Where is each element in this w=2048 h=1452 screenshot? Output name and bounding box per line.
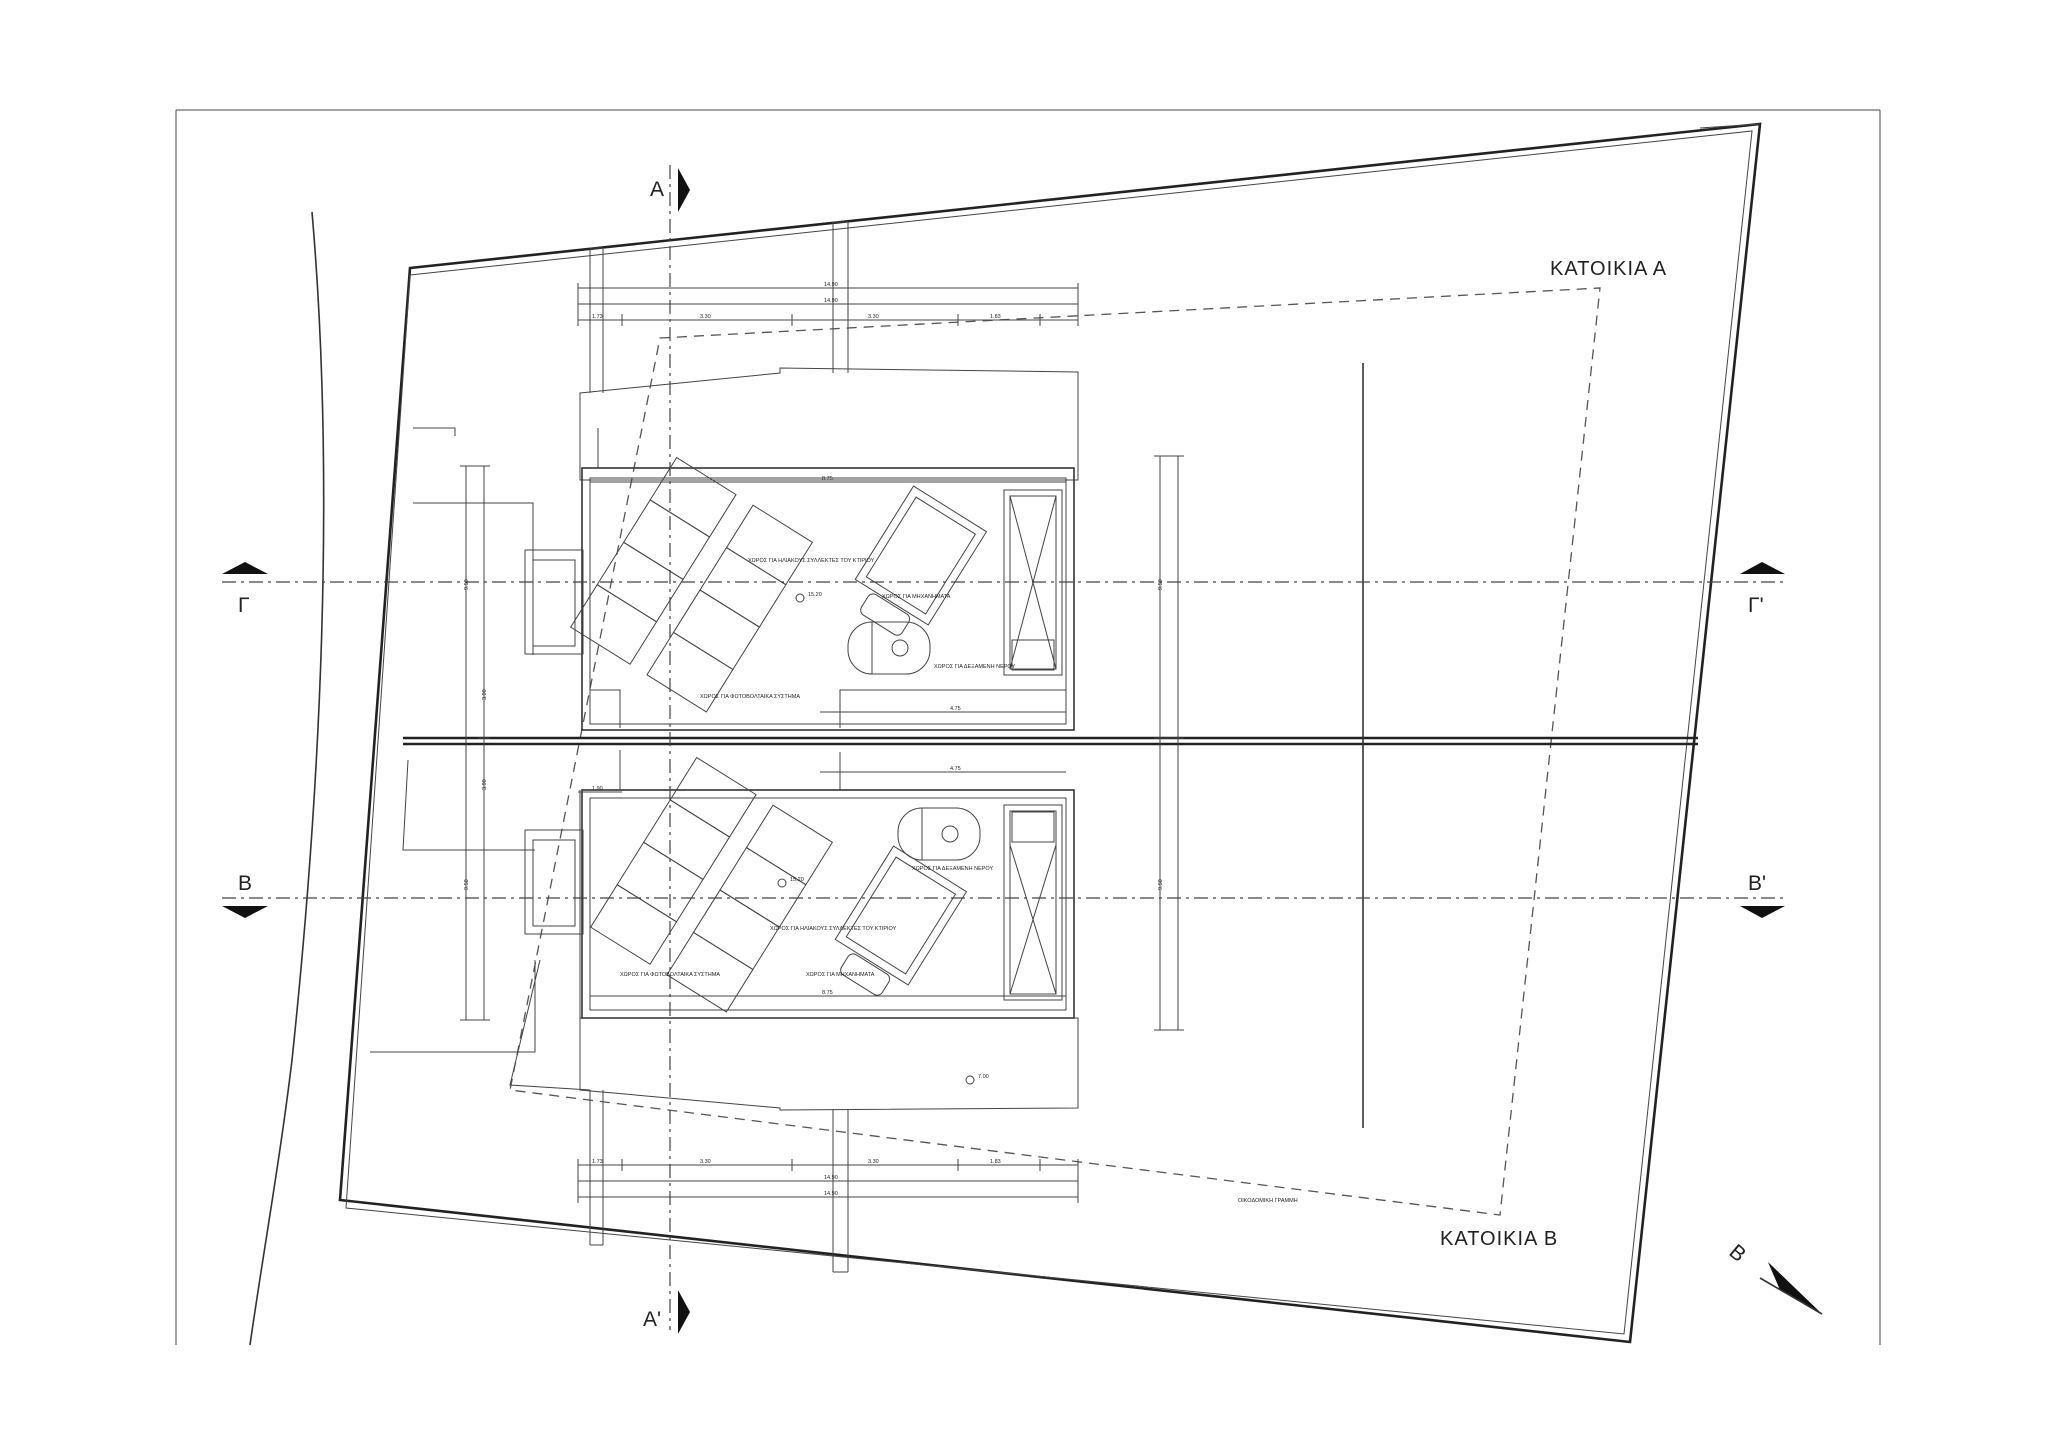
- section-g-left: Γ: [238, 594, 250, 617]
- room-notes: ΧΩΡΟΣ ΓΙΑ ΗΛΙΑΚΟΥΣ ΣΥΛΛΕΚΤΕΣ ΤΟΥ ΚΤΙΡΙΟΥ…: [620, 558, 1298, 1204]
- section-arrows: [222, 168, 1785, 1334]
- house-a-collector: [854, 485, 988, 636]
- note-b-collectors: ΧΩΡΟΣ ΓΙΑ ΗΛΙΑΚΟΥΣ ΣΥΛΛΕΚΤΕΣ ΤΟΥ ΚΤΙΡΙΟΥ: [770, 926, 897, 932]
- dim-text: 9.50: [464, 879, 470, 890]
- dim-text: 14.90: [824, 1175, 838, 1181]
- section-a-top: Α: [650, 178, 664, 201]
- dim-text: 3.90: [482, 779, 488, 790]
- north-arrow-icon: Β: [1725, 1240, 1823, 1315]
- note-a-collectors: ΧΩΡΟΣ ΓΙΑ ΗΛΙΑΚΟΥΣ ΣΥΛΛΕΚΤΕΣ ΤΟΥ ΚΤΙΡΙΟΥ: [748, 558, 875, 564]
- dim-text: 8.75: [822, 990, 833, 996]
- party-walls: [403, 363, 1698, 1128]
- house-a-balcony: [524, 549, 584, 655]
- note-building-line: ΟΙΚΟΔΟΜΙΚΗ ΓΡΑΜΜΗ: [1238, 1198, 1298, 1204]
- section-g-right: Γ': [1748, 594, 1764, 617]
- house-b-collector: [834, 845, 968, 996]
- dimension-text-top: 14.90 14.90 1.73 3.30 3.30 1.83 8.75 4.7…: [592, 282, 1001, 712]
- section-b-left: Β: [238, 872, 252, 895]
- dim-text: 3.30: [700, 1159, 711, 1165]
- dim-text: 9.50: [464, 579, 470, 590]
- dim-text: 9.50: [1158, 879, 1164, 890]
- house-a-water-tank: [847, 621, 931, 675]
- house-a-label: ΚΑΤΟΙΚΙΑ Α: [1550, 258, 1667, 280]
- dim-text: 3.30: [868, 314, 879, 320]
- note-a-tank: ΧΩΡΟΣ ΓΙΑ ΔΕΞΑΜΕΝΗ ΝΕΡΟΥ: [934, 664, 1016, 670]
- dimension-lines-vertical: [460, 455, 1184, 1031]
- dim-text: 4.75: [950, 706, 961, 712]
- section-a-bottom: Α': [643, 1308, 661, 1331]
- house-b-roof: [579, 750, 1079, 1273]
- house-b-label: ΚΑΤΟΙΚΙΑ Β: [1440, 1228, 1558, 1250]
- dim-text: 9.50: [1158, 579, 1164, 590]
- dim-text: 3.30: [700, 314, 711, 320]
- note-b-pv: ΧΩΡΟΣ ΓΙΑ ΦΩΤΟΒΟΛΤΑΙΚΑ ΣΥΣΤΗΜΑ: [620, 972, 720, 978]
- dim-text: 4.75: [950, 766, 961, 772]
- level-markers: 15.20 15.20 7.00: [777, 592, 989, 1085]
- section-labels: Α Α' Γ Γ' Β Β': [238, 178, 1766, 1331]
- dimension-text-bottom: 4.75 8.75 1.90 1.73 3.30 3.30 1.83 14.90…: [592, 766, 1001, 1197]
- dim-text: 3.30: [868, 1159, 879, 1165]
- north-label: Β: [1725, 1240, 1751, 1267]
- dim-text: 1.83: [990, 314, 1001, 320]
- note-b-tank: ΧΩΡΟΣ ΓΙΑ ΔΕΞΑΜΕΝΗ ΝΕΡΟΥ: [912, 866, 994, 872]
- dimension-lines-top: [577, 283, 1079, 713]
- annex-outlines: [370, 427, 591, 1091]
- level-text: 15.20: [808, 592, 822, 598]
- dim-text: 14.90: [824, 1191, 838, 1197]
- section-lines: [222, 165, 1785, 1330]
- note-b-unit: ΧΩΡΟΣ ΓΙΑ ΜΗΧΑΝΗΜΑΤΑ: [806, 972, 875, 978]
- note-a-pv: ΧΩΡΟΣ ΓΙΑ ΦΩΤΟΒΟΛΤΑΙΚΑ ΣΥΣΤΗΜΑ: [700, 694, 800, 700]
- note-a-unit: ΧΩΡΟΣ ΓΙΑ ΜΗΧΑΝΗΜΑΤΑ: [882, 594, 951, 600]
- dimension-lines-bottom: [577, 771, 1079, 1203]
- plot-boundary: [338, 122, 1762, 1344]
- house-b-stair: [1003, 804, 1063, 1001]
- house-a-solar-panels: [569, 456, 814, 713]
- house-b-balcony: [524, 829, 584, 935]
- setback-line: [509, 287, 1601, 1216]
- dim-text: 1.73: [592, 314, 603, 320]
- dim-text: 3.90: [482, 689, 488, 700]
- level-text: 15.20: [790, 877, 804, 883]
- dim-text: 1.83: [990, 1159, 1001, 1165]
- dim-text: 1.90: [592, 786, 603, 792]
- dim-text: 14.90: [824, 282, 838, 288]
- dimension-text-vertical: 9.50 9.50 9.50 9.50 3.90 3.90: [464, 579, 1164, 890]
- dim-text: 1.73: [592, 1159, 603, 1165]
- drawing-frame: [175, 109, 1881, 1345]
- road-edge: [249, 211, 325, 1346]
- level-text: 7.00: [978, 1074, 989, 1080]
- dim-text: 14.90: [824, 298, 838, 304]
- house-a-roof: [579, 221, 1079, 731]
- house-b-solar-panels: [589, 756, 834, 1013]
- dim-text: 8.75: [822, 476, 833, 482]
- house-b-water-tank: [897, 807, 981, 861]
- section-b-right: Β': [1748, 872, 1766, 895]
